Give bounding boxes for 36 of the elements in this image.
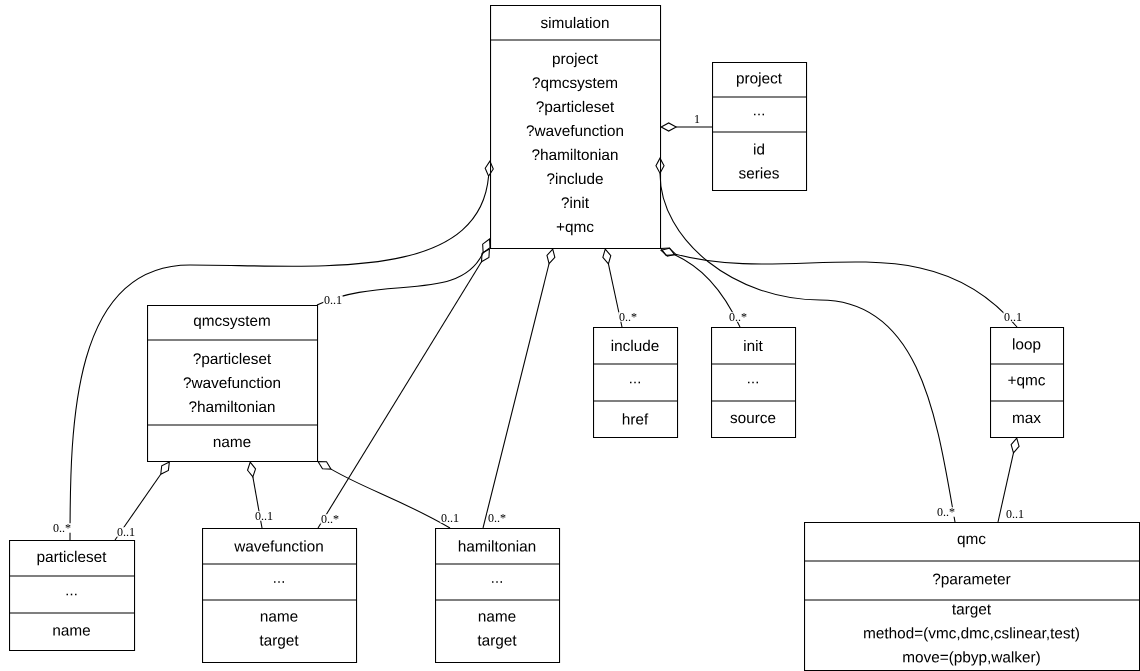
aggregation-line [660, 247, 741, 328]
multiplicity-label: 0..* [618, 312, 638, 322]
aggregation-line [660, 122, 713, 132]
aggregation-line [317, 461, 451, 529]
multiplicity-label: 0..1 [323, 295, 343, 305]
multiplicity-label: 0..* [52, 523, 72, 533]
aggregation-line [997, 437, 1020, 523]
class-box: hamiltonian ... name target [434, 528, 561, 664]
multiplicity-label: 1 [693, 114, 701, 124]
multiplicity-label: 0..1 [1003, 312, 1023, 322]
aggregation-line [316, 238, 491, 306]
class-box: qmc ?parameter target method=(vmc,dmc,cslinear,test) move=(pbyp,walker) [803, 522, 1140, 671]
multiplicity-label: 0..* [728, 312, 748, 322]
class-box: init ... source [710, 327, 797, 439]
multiplicity-label: 0..1 [440, 513, 460, 523]
class-box: particleset ... name [8, 540, 136, 652]
multiplicity-label: 0..1 [116, 527, 136, 537]
class-box: include ... href [592, 327, 679, 439]
aggregation-line [655, 157, 956, 523]
class-box: simulation project ?qmcsystem ?particleset ?wavefunction ?hamiltonian ?include ?init +qmc [489, 5, 662, 250]
aggregation-line [482, 248, 556, 529]
aggregation-line [69, 160, 494, 541]
aggregation-line [114, 461, 170, 541]
aggregation-line [246, 461, 263, 529]
class-box: project ... id series [711, 62, 808, 192]
class-box: wavefunction ... name target [201, 528, 358, 664]
aggregation-line [602, 248, 623, 328]
aggregation-line [317, 248, 490, 529]
multiplicity-label: 0..1 [1005, 509, 1025, 519]
class-box: qmcsystem ?particleset ?wavefunction ?hamiltonian name [146, 305, 319, 463]
class-box: loop +qmc max [989, 327, 1065, 439]
multiplicity-label: 0..* [936, 507, 956, 517]
multiplicity-label: 0..* [487, 513, 507, 523]
multiplicity-label: 0..1 [254, 511, 274, 521]
aggregation-line [660, 247, 1018, 328]
multiplicity-label: 0..* [320, 514, 340, 524]
